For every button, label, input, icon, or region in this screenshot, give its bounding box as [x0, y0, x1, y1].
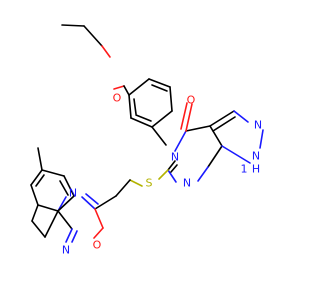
bond [61, 24, 85, 27]
bond [158, 169, 169, 180]
bond [128, 94, 132, 119]
oxadiazole-oxygen-label: O [93, 239, 102, 252]
bond [207, 145, 223, 168]
bond [151, 110, 173, 128]
bond [35, 174, 45, 187]
bond [37, 147, 43, 171]
bond [185, 103, 193, 132]
bond [94, 195, 117, 210]
bond [180, 102, 188, 130]
bond [30, 169, 43, 186]
bond [151, 126, 167, 146]
nh-locant-label: 1 [241, 163, 248, 176]
bond [30, 184, 39, 206]
nh-label: N [252, 150, 260, 163]
nh-hydrogen-label: H [252, 163, 260, 176]
bond [81, 196, 96, 210]
bond [44, 210, 59, 238]
bond [123, 85, 130, 96]
bond [170, 164, 178, 173]
bond [133, 98, 137, 115]
bond [65, 228, 73, 243]
bond [93, 227, 104, 239]
bond [151, 84, 168, 92]
bond [197, 166, 209, 182]
molecule-canvas: O O N N N N H 1 S N N O [30, 24, 264, 257]
bond [85, 193, 99, 205]
bond [113, 85, 125, 90]
bond [63, 175, 75, 197]
sulfur-label: S [146, 177, 153, 190]
structure-diagram: O O N N N N H 1 S N N O [30, 24, 264, 257]
bond [59, 180, 69, 196]
bond [221, 145, 251, 164]
bond [94, 208, 104, 229]
bond [209, 125, 223, 147]
oxadiazole-n4-label: N [69, 187, 77, 200]
n5-label: N [171, 151, 179, 164]
bond [41, 169, 65, 177]
oxadiazole-n2-label: N [62, 244, 70, 257]
bond [148, 78, 171, 88]
bond [209, 110, 235, 127]
bond [31, 204, 39, 222]
carbonyl-oxygen-label: O [187, 94, 196, 107]
bond [71, 230, 78, 243]
bond [37, 204, 59, 212]
n7-label: N [183, 177, 191, 190]
bond [169, 86, 173, 112]
bond [57, 195, 75, 212]
bond [31, 220, 46, 238]
bond [167, 169, 177, 183]
bond [167, 160, 176, 171]
bond [259, 129, 264, 149]
ether-oxygen-label: O [113, 92, 122, 105]
bond [128, 78, 150, 96]
bond [101, 45, 111, 58]
bond [233, 110, 249, 123]
bond [129, 179, 143, 187]
bond [130, 117, 153, 128]
bond [174, 130, 187, 152]
bond [135, 114, 152, 122]
bond [83, 25, 103, 47]
n2-label: N [254, 119, 262, 132]
bond [57, 210, 73, 230]
bond [185, 125, 211, 132]
bond [212, 116, 236, 132]
bond [115, 179, 131, 197]
